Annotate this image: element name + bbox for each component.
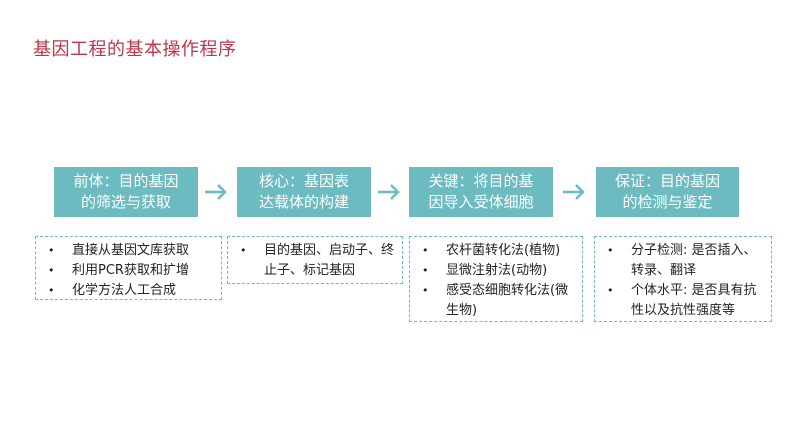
detail-box-2: 目的基因、启动子、终止子、标记基因 xyxy=(227,236,403,284)
step-3-line-1: 关键：将目的基 xyxy=(428,172,534,190)
step-1-line-1: 前体：目的基因 xyxy=(73,172,179,190)
list-item: 直接从基因文库获取 xyxy=(44,241,215,261)
arrow-right-icon xyxy=(563,184,585,200)
page-title: 基因工程的基本操作程序 xyxy=(33,39,237,60)
step-4-line-2: 的检测与鉴定 xyxy=(622,193,713,211)
arrow-right-icon xyxy=(378,184,400,200)
detail-box-1: 直接从基因文库获取 利用PCR获取和扩增 化学方法人工合成 xyxy=(35,236,222,301)
detail-box-3: 农杆菌转化法(植物) 显微注射法(动物) 感受态细胞转化法(微生物) xyxy=(409,236,583,322)
step-1-line-2: 的筛选与获取 xyxy=(80,193,171,211)
step-box-2: 核心：基因表 达载体的构建 xyxy=(237,167,371,217)
list-item: 个体水平: 是否具有抗性以及抗性强度等 xyxy=(603,281,765,321)
arrow-right-icon xyxy=(205,184,227,200)
step-box-3: 关键：将目的基 因导入受体细胞 xyxy=(409,167,553,217)
list-item: 利用PCR获取和扩增 xyxy=(44,261,215,281)
step-box-4: 保证：目的基因 的检测与鉴定 xyxy=(596,167,739,217)
step-4-line-1: 保证：目的基因 xyxy=(614,172,720,190)
step-2-line-1: 核心：基因表 xyxy=(258,172,349,190)
list-item: 化学方法人工合成 xyxy=(44,281,215,301)
step-box-1: 前体：目的基因 的筛选与获取 xyxy=(54,167,198,217)
list-item: 目的基因、启动子、终止子、标记基因 xyxy=(236,241,396,281)
list-item: 显微注射法(动物) xyxy=(418,261,576,281)
list-item: 感受态细胞转化法(微生物) xyxy=(418,281,576,321)
step-2-line-2: 达载体的构建 xyxy=(258,193,349,211)
list-item: 分子检测: 是否插入、转录、翻译 xyxy=(603,241,765,281)
step-3-line-2: 因导入受体细胞 xyxy=(428,193,534,211)
detail-box-4: 分子检测: 是否插入、转录、翻译 个体水平: 是否具有抗性以及抗性强度等 xyxy=(594,236,772,322)
list-item: 农杆菌转化法(植物) xyxy=(418,241,576,261)
